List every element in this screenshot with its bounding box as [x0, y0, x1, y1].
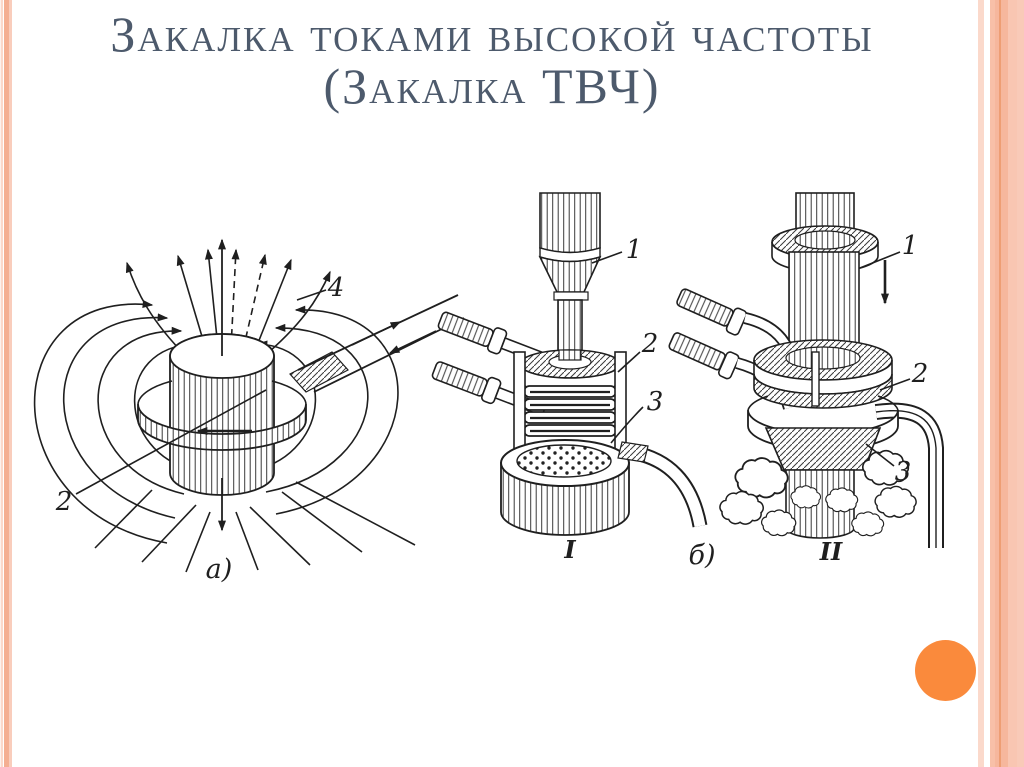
label-workpiece: 1	[626, 235, 643, 265]
sprayer-perforated-plate	[516, 444, 612, 478]
figure-I-heating-stage: 1 2 3 I	[431, 192, 708, 564]
caption-fig-I: I	[563, 535, 576, 564]
spindle-collar	[553, 291, 589, 301]
steam-cloud	[851, 511, 885, 537]
label-sprayer: 3	[647, 387, 664, 417]
busbar-joint	[289, 351, 349, 393]
field-line	[230, 248, 240, 349]
figure-II-quench-stage: 1 2 3 б) II	[668, 192, 944, 571]
shaft-tip-in-hole	[558, 349, 582, 361]
field-line	[33, 300, 168, 544]
title-line-1: Закалка токами высокой частоты	[110, 6, 874, 62]
field-line	[125, 261, 187, 357]
leader-line-2	[879, 378, 911, 391]
field-line	[254, 340, 317, 471]
figure-a-induction-field: 4 2 а)	[33, 238, 465, 585]
field-line	[242, 253, 267, 351]
field-line	[62, 313, 176, 519]
magnetic-field-lines	[33, 248, 416, 573]
field-line	[261, 270, 331, 359]
cable-terminal	[431, 361, 488, 397]
steam-cloud	[790, 485, 822, 509]
inductor-ring-band	[137, 403, 307, 451]
field-line	[281, 491, 363, 553]
cable-terminal	[437, 311, 494, 347]
label-inductor: 2	[911, 359, 929, 389]
field-line	[176, 254, 207, 351]
field-line	[94, 489, 153, 549]
left-border-stripe	[0, 0, 13, 767]
cable-terminal	[668, 332, 726, 371]
leader-line-2	[617, 351, 641, 373]
workpiece-cylinder	[788, 251, 860, 357]
leader-line-1	[859, 251, 901, 269]
caption-fig-II: II	[819, 537, 843, 566]
steam-cloud	[761, 509, 797, 537]
field-line	[97, 326, 185, 495]
field-line	[265, 323, 369, 493]
field-line	[295, 481, 416, 546]
steam-cloud	[825, 487, 859, 513]
quench-pipe-centerline	[875, 410, 937, 548]
leader-line-3	[610, 406, 644, 444]
current-in-arrow	[388, 330, 437, 354]
ring-inductor-band2	[753, 373, 893, 409]
slide-title: Закалка токами высокой частоты (Закалка …	[0, 8, 984, 112]
cable-lower	[668, 332, 740, 380]
field-line	[253, 258, 292, 354]
field-line	[141, 504, 197, 563]
label-inductor: 2	[641, 329, 659, 359]
terminal-collar	[717, 351, 740, 380]
busbar-lead	[313, 317, 465, 393]
field-line	[249, 506, 311, 566]
right-border-stripe	[975, 0, 1024, 767]
current-out-arrow	[351, 321, 402, 346]
inductor-ring-rim	[137, 380, 307, 405]
top-collar-hole	[794, 230, 856, 250]
caption-fig-b: б)	[688, 540, 715, 571]
sprayer-pipe	[628, 446, 706, 528]
terminal-collar	[725, 307, 748, 336]
accent-circle	[915, 640, 976, 701]
label-workpiece: 1	[902, 231, 919, 261]
leader-line-1	[591, 251, 623, 264]
leader-line-3	[865, 443, 895, 467]
label-inductor: 2	[55, 487, 73, 517]
ring-inductor-hole	[785, 346, 861, 370]
title-line-2: (Закалка ТВЧ)	[323, 58, 661, 114]
steam-cloud	[874, 485, 917, 518]
label-sprayer: 3	[895, 457, 912, 487]
spray-ring-rim	[747, 395, 899, 411]
cable-upper	[676, 288, 748, 336]
spindle-upper	[539, 192, 601, 254]
field-line	[235, 511, 259, 571]
field-line	[133, 340, 196, 471]
leader-line-2	[75, 389, 267, 495]
label-field-lines: 4	[327, 273, 345, 303]
spindle-taper	[538, 255, 602, 293]
pipe-joint	[617, 441, 649, 463]
caption-fig-a: а)	[206, 554, 233, 585]
steam-cloud	[719, 490, 764, 525]
field-line	[204, 248, 219, 349]
field-line	[185, 511, 211, 573]
cable-terminal	[676, 288, 734, 327]
inductor-pin	[811, 351, 820, 407]
field-line	[275, 305, 399, 515]
coil-clamp-left	[513, 351, 526, 453]
leader-line-4	[296, 289, 327, 301]
